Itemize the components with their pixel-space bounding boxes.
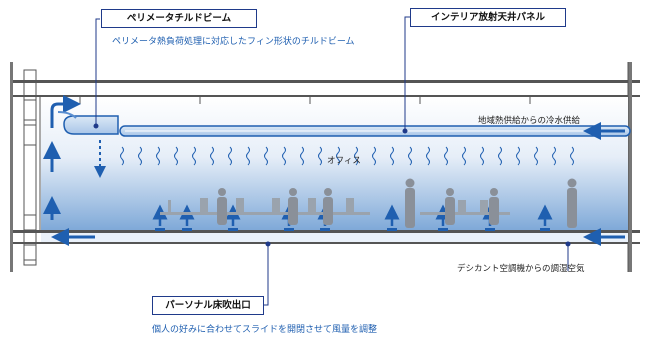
district-cooling-label: 地域熱供給からの冷水供給 [478,116,581,126]
underfloor-air [41,228,628,246]
perimeter-airflow [43,95,106,220]
floor-outlet-grille [320,228,330,231]
perimeter-beam-callout: ペリメータチルドビーム [101,9,257,28]
radiant-panel-callout: インテリア放射天井パネル [410,8,566,27]
floor-outlet-grille [540,228,550,231]
radiant-wave [318,146,322,166]
floor-outlet-grille [228,228,238,231]
floor-outlet-grille [485,228,495,231]
radiant-wave [426,146,430,166]
radiant-cooling-waves [120,146,574,166]
radiant-wave [372,146,376,166]
radiant-wave [570,146,574,166]
radiant-wave [480,146,484,166]
radiant-wave [246,146,250,166]
radiant-wave [282,146,286,166]
radiant-wave [120,146,124,166]
floor-outlet-grille [387,228,397,231]
radiant-wave [156,146,160,166]
radiant-wave [390,146,394,166]
floor-outlet-subtitle: 個人の好みに合わせてスライドを開閉させて風量を調整 [152,325,378,335]
radiant-wave [228,146,232,166]
person-silhouette [217,188,227,225]
office-workers [217,178,577,228]
person-silhouette [445,188,455,225]
radiant-wave [264,146,268,166]
radiant-wave [408,146,412,166]
radiant-wave [174,146,178,166]
leader-lines [93,16,571,306]
radiant-ceiling-panel [119,125,631,137]
floor-outlet-grille [438,228,448,231]
radiant-wave [354,146,358,166]
office-desks [160,198,510,215]
radiant-wave [552,146,556,166]
floor-outlet-grille [155,228,165,231]
building-structure [10,62,640,272]
radiant-wave [138,146,142,166]
radiant-wave [516,146,520,166]
radiant-wave [210,146,214,166]
radiant-wave [498,146,502,166]
perimeter-beam-subtitle: ペリメータ熱負荷処理に対応したフィン形状のチルドビーム [112,37,355,47]
floor-outlet-grille [284,228,294,231]
chilled-beam [63,115,119,135]
radiant-wave [192,146,196,166]
radiant-wave [534,146,538,166]
radiant-wave [300,146,304,166]
radiant-wave [336,146,340,166]
radiant-wave [462,146,466,166]
person-silhouette [323,188,333,225]
person-silhouette [489,188,499,225]
office-space [41,97,628,230]
person-silhouette [405,178,415,228]
floor-outlet-callout: パーソナル床吹出口 [152,296,264,315]
person-silhouette [288,188,298,225]
office-label: オフィス [327,156,361,166]
desiccant-air-label: デシカント空調機からの調湿空気 [457,264,585,274]
radiant-wave [444,146,448,166]
floor-outlet-grille [182,228,192,231]
person-silhouette [567,178,577,228]
